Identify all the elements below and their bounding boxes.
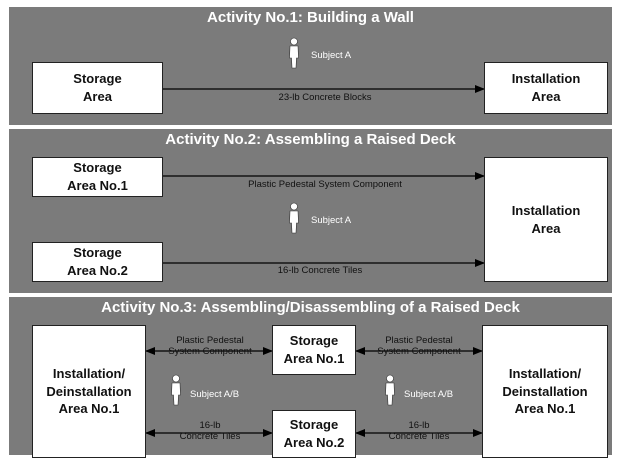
- storage-area-box: Storage Area: [32, 62, 163, 114]
- storage-area-2-box: Storage Area No.2: [272, 410, 356, 458]
- subject-label: Subject A/B: [190, 389, 240, 400]
- installation-deinstallation-area-left-box: Installation/ Deinstallation Area No.1: [32, 325, 146, 458]
- subject-label: Subject A: [311, 215, 352, 226]
- installation-area-box: Installation Area: [484, 62, 608, 114]
- subject-label: Subject A/B: [404, 389, 454, 400]
- flow-label: Plastic Pedestal System Component: [377, 335, 461, 357]
- subject-label: Subject A: [311, 50, 352, 61]
- storage-area-1-box: Storage Area No.1: [32, 157, 163, 197]
- activity-1-title: Activity No.1: Building a Wall: [207, 9, 414, 26]
- activity-3-title: Activity No.3: Assembling/Disassembling …: [101, 299, 520, 316]
- activity-2-title: Activity No.2: Assembling a Raised Deck: [165, 131, 456, 148]
- flow-label: 16-lb Concrete Tiles: [277, 265, 363, 276]
- person-icon: [171, 374, 181, 406]
- flow-label: Plastic Pedestal System Component: [248, 179, 402, 190]
- installation-area-box: Installation Area: [484, 157, 608, 282]
- flow-label: 16-lb Concrete Tiles: [388, 420, 450, 442]
- flow-label: Plastic Pedestal System Component: [168, 335, 252, 357]
- flow-label: 23-lb Concrete Blocks: [278, 92, 372, 103]
- storage-area-2-box: Storage Area No.2: [32, 242, 163, 282]
- installation-deinstallation-area-right-box: Installation/ Deinstallation Area No.1: [482, 325, 608, 458]
- person-icon: [289, 37, 299, 69]
- flow-label: 16-lb Concrete Tiles: [179, 420, 241, 442]
- person-icon: [289, 202, 299, 234]
- person-icon: [385, 374, 395, 406]
- storage-area-1-box: Storage Area No.1: [272, 325, 356, 375]
